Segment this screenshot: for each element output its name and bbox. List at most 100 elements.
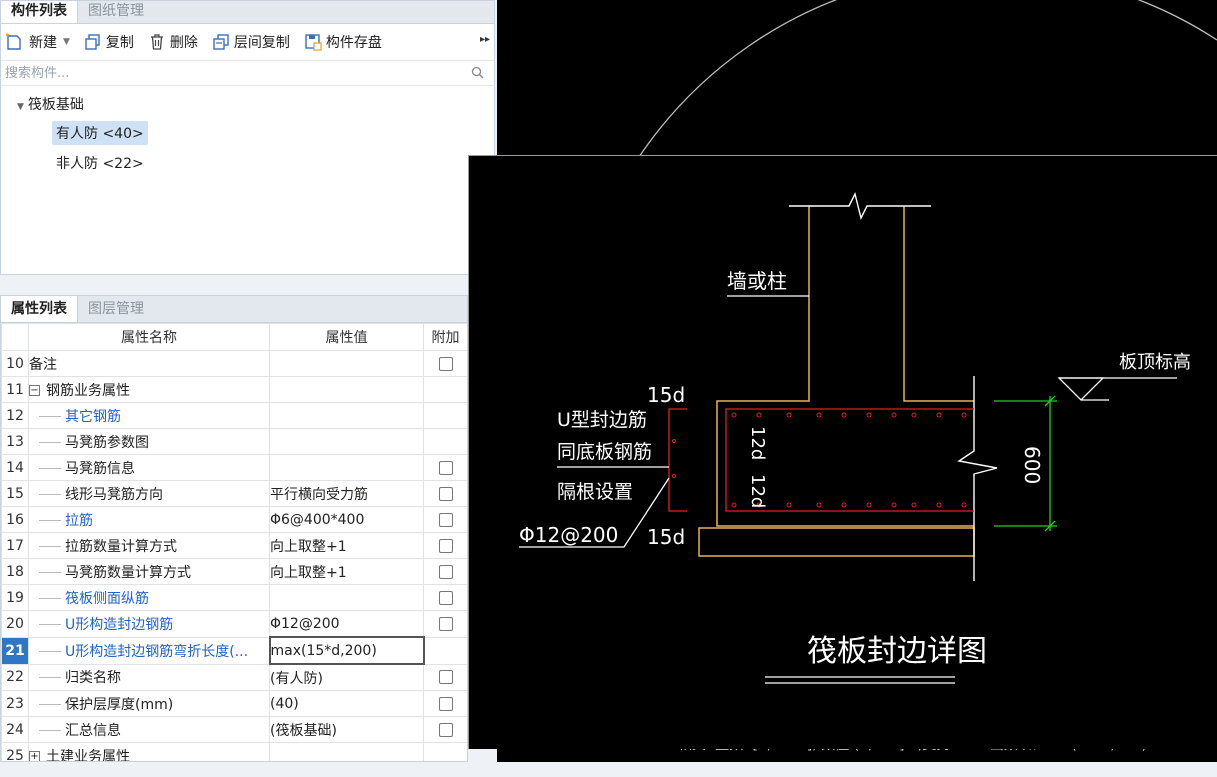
row-number: 13 <box>1 428 29 455</box>
row-number: 15 <box>1 480 29 507</box>
property-name[interactable]: 其它钢筋 <box>65 408 121 425</box>
table-row[interactable]: 25 +土建业务属性 <box>1 742 467 762</box>
copy-button-label: 复制 <box>105 35 134 51</box>
table-row[interactable]: 14 马凳筋信息 <box>1 454 467 481</box>
property-value[interactable] <box>269 584 424 611</box>
property-name: 汇总信息 <box>65 722 121 739</box>
table-row[interactable]: 16 拉筋 Φ6@400*400 <box>1 506 467 533</box>
property-value[interactable]: 向上取整+1 <box>269 532 424 559</box>
collapse-icon[interactable]: − <box>29 385 40 396</box>
extra-checkbox[interactable] <box>438 512 453 527</box>
extra-checkbox[interactable] <box>438 696 453 711</box>
header-blank <box>1 323 29 351</box>
search-icon[interactable] <box>471 66 484 79</box>
property-name-cell: 马凳筋信息 <box>28 454 270 481</box>
tree-node-label: 筏板基础 <box>27 97 84 113</box>
extra-checkbox[interactable] <box>438 590 453 605</box>
property-value[interactable]: Φ6@400*400 <box>269 506 424 533</box>
property-value[interactable]: Φ12@200 <box>269 610 424 638</box>
header-extra[interactable]: 附加 <box>423 323 467 351</box>
floor-copy-button[interactable]: 层间复制 <box>212 32 290 52</box>
extra-cell <box>423 716 467 743</box>
property-name[interactable]: U形构造封边钢筋弯折长度(... <box>65 643 249 660</box>
table-row[interactable]: 24 汇总信息 (筏板基础) <box>1 716 467 743</box>
tab-property-list[interactable]: 属性列表 <box>1 296 78 322</box>
property-name-cell: 马凳筋数量计算方式 <box>28 558 270 585</box>
row-number: 12 <box>1 402 29 429</box>
row-number: 25 <box>1 742 29 761</box>
tab-component-list[interactable]: 构件列表 <box>1 1 78 23</box>
floor-copy-button-label: 层间复制 <box>233 35 290 51</box>
search-input[interactable] <box>1 61 447 85</box>
table-row[interactable]: 15 线形马凳筋方向 平行横向受力筋 <box>1 480 467 507</box>
copy-button[interactable]: 复制 <box>84 32 134 52</box>
property-name-cell: 保护层厚度(mm) <box>28 690 270 717</box>
property-name-cell: 拉筋数量计算方式 <box>28 532 270 559</box>
u-rebar <box>668 408 974 512</box>
property-value[interactable] <box>269 428 424 455</box>
new-button[interactable]: 新建 ▼ <box>5 32 70 52</box>
chevron-down-icon[interactable]: ▼ <box>63 37 70 47</box>
table-row[interactable]: 13 马凳筋参数图 <box>1 428 467 455</box>
tree-node-non-civil-defense[interactable]: 非人防 <22> <box>56 156 144 172</box>
property-value-editor[interactable]: max(15*d,200) <box>268 636 425 665</box>
table-row[interactable]: 12 其它钢筋 <box>1 402 467 429</box>
property-name[interactable]: 拉筋 <box>65 512 93 529</box>
save-component-button[interactable]: 构件存盘 <box>304 32 382 52</box>
row-number: 23 <box>1 690 29 717</box>
extra-checkbox[interactable] <box>438 538 453 553</box>
header-property-name[interactable]: 属性名称 <box>28 323 270 351</box>
extra-cell <box>423 584 467 611</box>
tree-node-raft-foundation[interactable]: ▼筏板基础 <box>17 94 84 114</box>
extra-checkbox[interactable] <box>438 722 453 737</box>
table-row[interactable]: 11 −钢筋业务属性 <box>1 376 467 403</box>
table-row[interactable]: 23 保护层厚度(mm) (40) <box>1 690 467 717</box>
header-property-value[interactable]: 属性值 <box>269 323 424 351</box>
more-icon[interactable]: ▸▸ <box>479 34 490 45</box>
expand-icon[interactable]: + <box>29 751 40 762</box>
property-value[interactable] <box>269 454 424 481</box>
property-name[interactable]: U形构造封边钢筋 <box>65 616 174 633</box>
tree-guide <box>39 703 61 706</box>
property-value[interactable] <box>269 350 424 377</box>
table-row[interactable]: 17 拉筋数量计算方式 向上取整+1 <box>1 532 467 559</box>
property-name: 马凳筋信息 <box>65 460 135 477</box>
label-wall-or-column: 墙或柱 <box>727 269 787 293</box>
property-value[interactable]: (有人防) <box>269 663 424 691</box>
table-row[interactable]: 19 筏板侧面纵筋 <box>1 584 467 611</box>
property-value[interactable]: (筏板基础) <box>269 716 424 743</box>
property-value[interactable] <box>269 402 424 429</box>
extra-cell <box>423 402 467 429</box>
row-number: 20 <box>1 610 29 638</box>
tree-node-civil-defense[interactable]: 有人防 <40> <box>52 121 148 145</box>
table-row-selected[interactable]: 21 U形构造封边钢筋弯折长度(... max(15*d,200) <box>1 636 467 665</box>
delete-button[interactable]: 删除 <box>148 32 198 52</box>
property-name-cell: 马凳筋参数图 <box>28 428 270 455</box>
table-row[interactable]: 10 备注 <box>1 350 467 377</box>
component-search <box>1 61 494 86</box>
property-name-cell: 汇总信息 <box>28 716 270 743</box>
extra-checkbox[interactable] <box>438 670 453 685</box>
tab-layer-management[interactable]: 图层管理 <box>88 301 144 317</box>
table-row[interactable]: 20 U形构造封边钢筋 Φ12@200 <box>1 610 467 638</box>
property-name: 拉筋数量计算方式 <box>65 538 177 555</box>
property-value[interactable]: 平行横向受力筋 <box>269 480 424 507</box>
property-value[interactable]: 向上取整+1 <box>269 558 424 585</box>
property-value[interactable]: (40) <box>269 690 424 717</box>
extra-checkbox[interactable] <box>438 486 453 501</box>
label-u-bar-1: U型封边筋 <box>557 409 647 431</box>
extra-checkbox[interactable] <box>438 356 453 371</box>
table-row[interactable]: 18 马凳筋数量计算方式 向上取整+1 <box>1 558 467 585</box>
extra-checkbox[interactable] <box>438 460 453 475</box>
extra-checkbox[interactable] <box>438 616 453 631</box>
tree-guide <box>39 597 61 600</box>
extra-checkbox[interactable] <box>438 564 453 579</box>
save-component-button-label: 构件存盘 <box>325 35 382 51</box>
tab-drawing-management[interactable]: 图纸管理 <box>88 3 144 19</box>
caret-down-icon[interactable]: ▼ <box>17 102 24 112</box>
extra-cell <box>423 506 467 533</box>
property-name[interactable]: 筏板侧面纵筋 <box>65 590 149 607</box>
tree-guide <box>39 467 61 470</box>
table-row[interactable]: 22 归类名称 (有人防) <box>1 663 467 691</box>
property-name-cell: 其它钢筋 <box>28 402 270 429</box>
